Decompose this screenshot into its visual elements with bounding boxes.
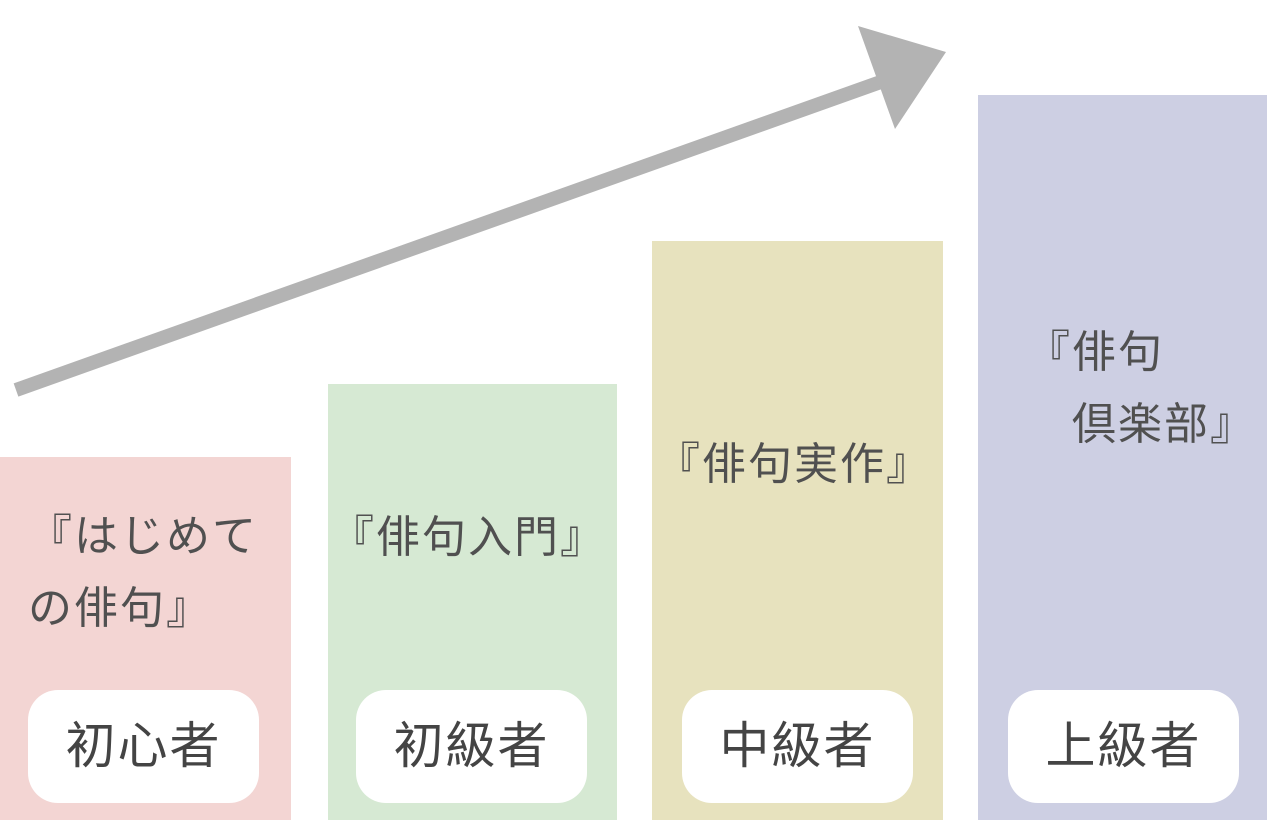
course-title-beginner: 『はじめて の俳句』: [28, 511, 258, 634]
growth-arrow-head: [858, 26, 946, 129]
growth-arrow-shaft: [13, 71, 895, 397]
course-title-elementary: 『俳句入門』: [330, 512, 606, 563]
course-title-advanced: 『俳句 倶楽部』: [1026, 327, 1256, 450]
course-title-intermediate: 『俳句実作』: [656, 439, 932, 490]
level-badge-advanced: 上級者: [1008, 690, 1239, 803]
level-badge-intermediate: 中級者: [682, 690, 913, 803]
level-badge-elementary: 初級者: [356, 690, 587, 803]
level-badge-beginner: 初心者: [28, 690, 259, 803]
